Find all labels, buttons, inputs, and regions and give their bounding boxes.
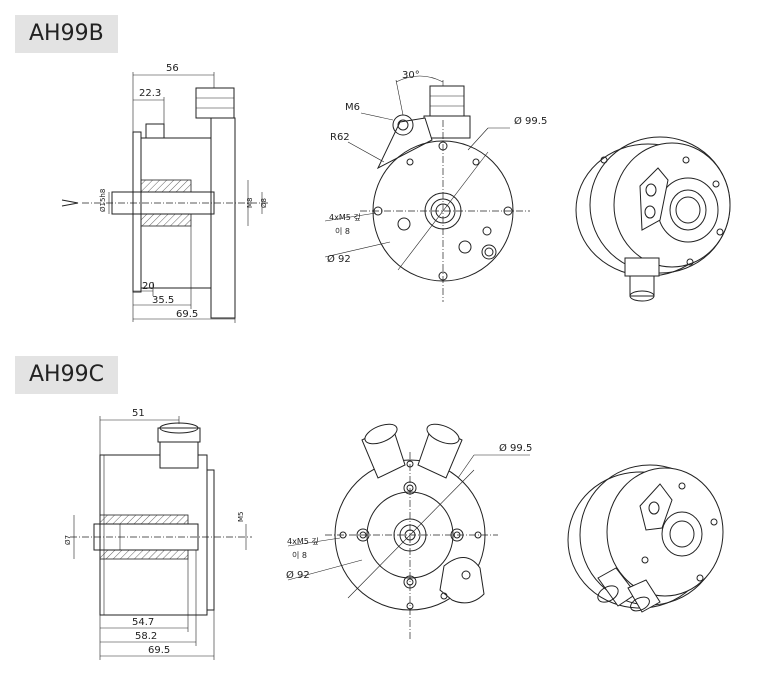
ah99c-side-view: 51 Ø7 M5 54.7 58.2 69.5 [64, 408, 252, 660]
model-label-ah99b: AH99B [15, 15, 118, 53]
dim-22-3: 22.3 [139, 88, 161, 99]
label-holes: 4xM5 깊 [329, 212, 361, 222]
dim-69-5: 69.5 [176, 309, 198, 320]
dim-35-5: 35.5 [152, 295, 174, 306]
label-outer-dia-c: Ø 99.5 [499, 442, 532, 454]
model-label-ah99c: AH99C [15, 356, 118, 394]
dim-20: 20 [142, 281, 155, 292]
dim-shaft-dia: Ø15h8 [99, 189, 107, 212]
label-outer-dia: Ø 99.5 [514, 115, 547, 127]
label-pcd: Ø 92 [327, 253, 351, 265]
ah99b-isometric-view [575, 136, 731, 302]
dim-54-7: 54.7 [132, 617, 154, 628]
ah99c-front-view: Ø 99.5 4xM5 깊 이 8 Ø 92 [286, 423, 532, 640]
label-holes-c: 4xM5 깊 [287, 536, 319, 546]
dim-58-2: 58.2 [135, 631, 157, 642]
dim-bore: Ø8 [260, 198, 268, 208]
label-pcd-c: Ø 92 [286, 569, 310, 581]
label-holes-depth-c: 이 8 [292, 550, 307, 560]
label-r62: R62 [330, 132, 350, 143]
ah99c-isometric-view [567, 464, 724, 613]
label-holes-depth: 이 8 [335, 226, 350, 236]
dim-shaft-dia-c: Ø7 [64, 535, 72, 545]
dim-56: 56 [166, 63, 179, 74]
dim-thread-m8: M8 [246, 198, 254, 209]
label-m6: M6 [345, 102, 360, 113]
dim-thread-m5: M5 [237, 512, 245, 523]
ah99b-front-view: 30° M6 R62 Ø 99.5 4xM5 깊 이 8 Ø 92 [324, 70, 547, 302]
dim-69-5-c: 69.5 [148, 645, 170, 656]
angle-30: 30° [402, 70, 420, 81]
dim-51: 51 [132, 408, 145, 419]
ah99b-side-view: 56 22.3 Ø15h8 M8 Ø8 20 35.5 69.5 [61, 63, 268, 323]
